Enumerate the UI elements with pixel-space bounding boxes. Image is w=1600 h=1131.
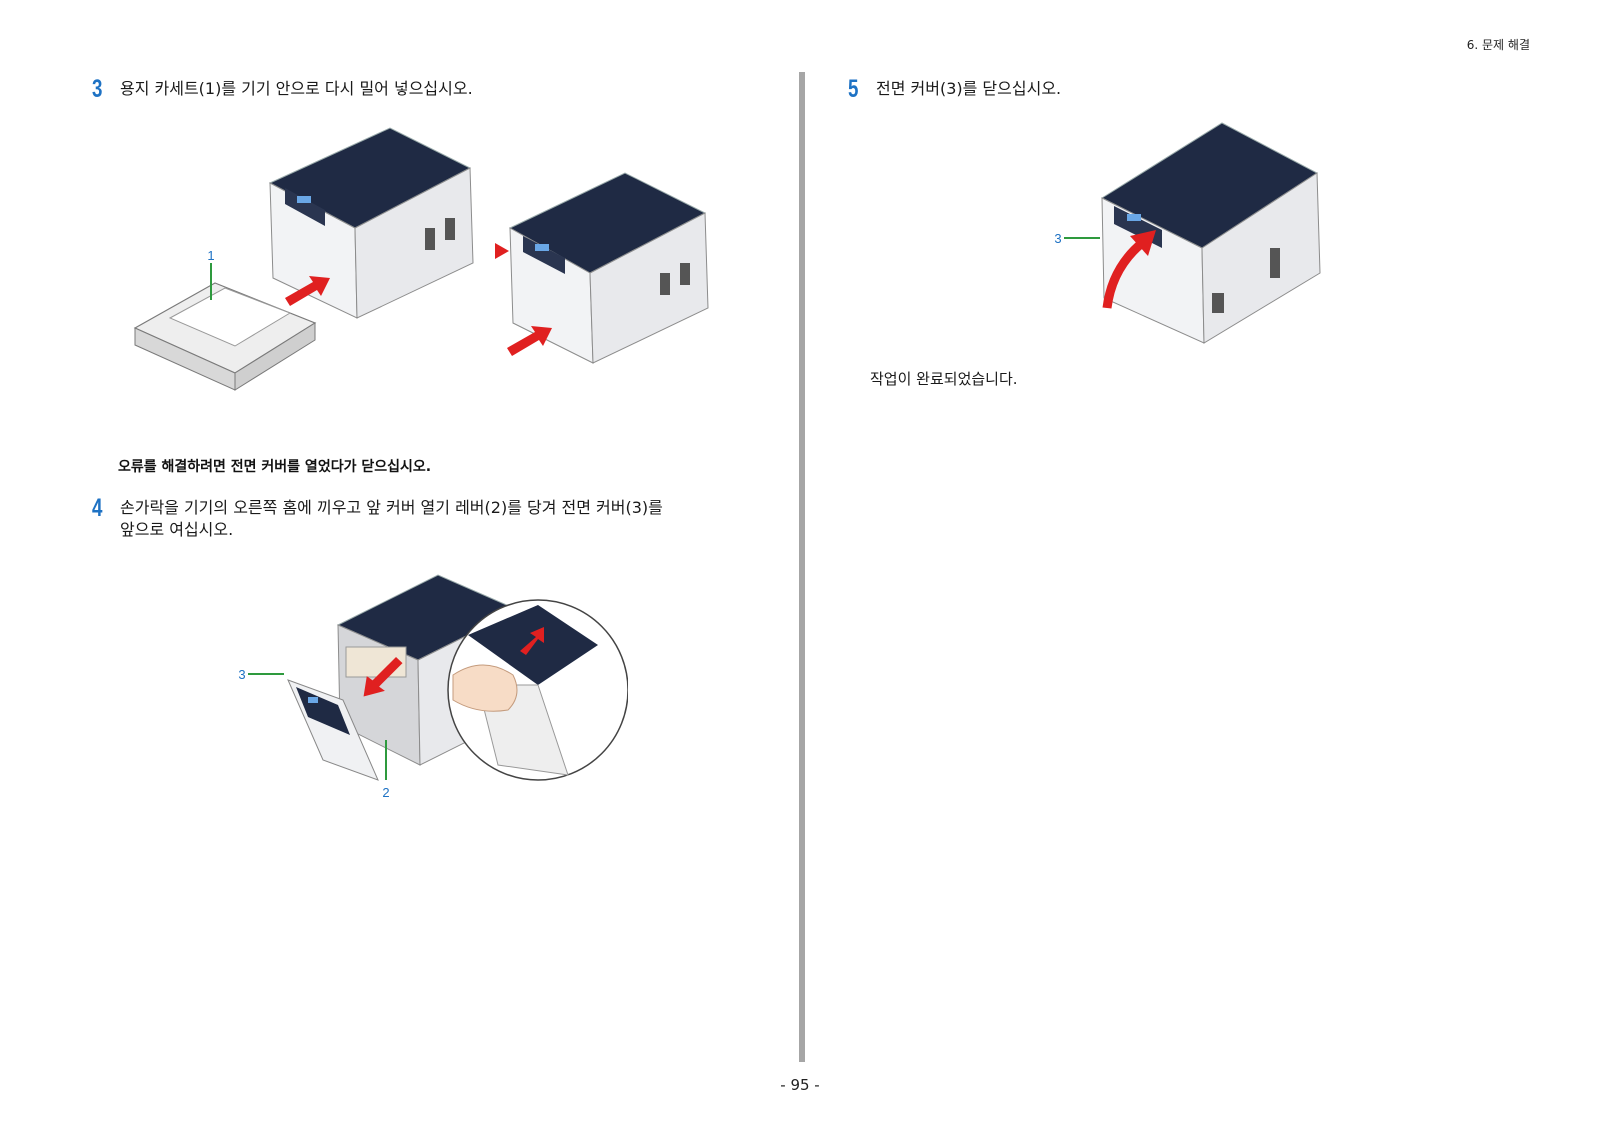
hand-illustration [452, 664, 518, 712]
note-text: 오류를 해결하려면 전면 커버를 열었다가 닫으십시오. [118, 459, 432, 475]
figure-close-front-cover: 3 [1052, 118, 1332, 348]
step-4: 4 손가락을 기기의 오른쪽 홈에 끼우고 앞 커버 열기 레버(2)를 당겨 … [92, 494, 663, 541]
figure-insert-cassette: 1 [125, 118, 735, 408]
transition-arrow-icon [495, 243, 509, 259]
step-number: 4 [92, 494, 103, 522]
step-text-line: 앞으로 여십시오. [120, 520, 234, 539]
paper-cassette-illustration [133, 282, 317, 391]
callout-3: 3 [1054, 231, 1061, 246]
printer-illustration-closed [508, 172, 709, 364]
callout-1: 1 [207, 248, 214, 263]
push-arrow [285, 276, 330, 306]
step-number: 5 [848, 75, 859, 103]
step-5: 5 전면 커버(3)를 닫으십시오. [848, 75, 1062, 103]
callout-3: 3 [238, 667, 245, 682]
completion-text: 작업이 완료되었습니다. [870, 370, 1018, 388]
close-arrow-head [1130, 230, 1156, 256]
open-arrow [363, 657, 403, 697]
page-number: - 95 - [780, 1076, 820, 1094]
column-divider [799, 72, 805, 1062]
printer-illustration [1100, 122, 1321, 344]
section-header: 6. 문제 해결 [1466, 38, 1530, 52]
step-number: 3 [92, 75, 103, 103]
step-text-line: 손가락을 기기의 오른쪽 홈에 끼우고 앞 커버 열기 레버(2)를 당겨 전면… [120, 498, 663, 517]
step-text: 용지 카세트(1)를 기기 안으로 다시 밀어 넣으십시오. [120, 79, 473, 98]
printer-illustration [268, 127, 474, 319]
figure-open-front-cover: 3 2 [238, 565, 628, 820]
callout-2: 2 [382, 785, 389, 800]
close-arrow [1102, 239, 1145, 309]
step-3: 3 용지 카세트(1)를 기기 안으로 다시 밀어 넣으십시오. [92, 75, 473, 103]
push-arrow [507, 326, 552, 356]
step-text: 전면 커버(3)를 닫으십시오. [876, 79, 1062, 98]
pull-arrow [520, 627, 544, 655]
